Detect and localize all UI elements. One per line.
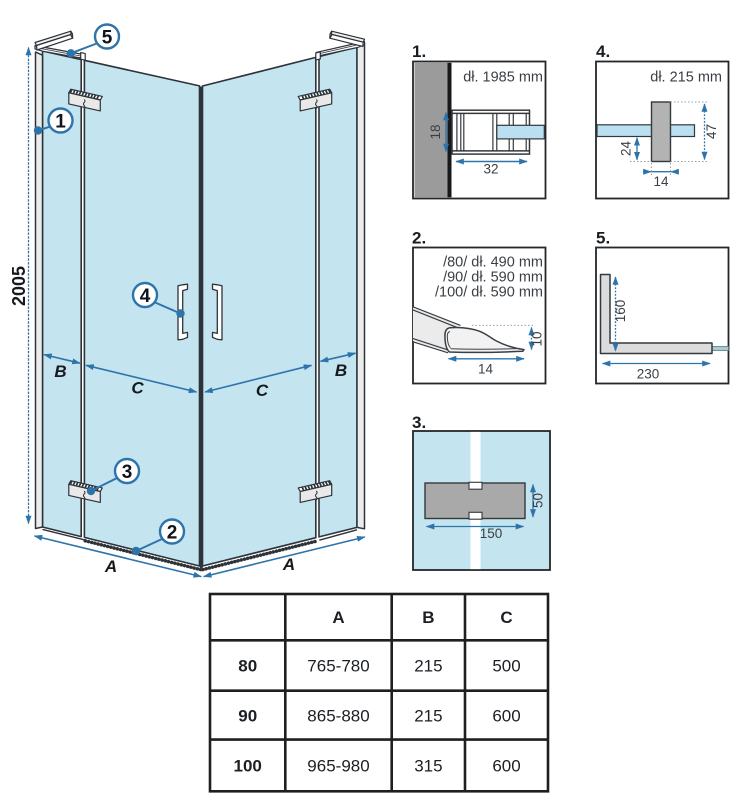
svg-text:14: 14 xyxy=(478,362,494,377)
svg-text:1.: 1. xyxy=(412,42,426,61)
svg-text:150: 150 xyxy=(480,526,503,541)
svg-text:A: A xyxy=(282,555,295,574)
svg-text:47: 47 xyxy=(704,124,719,139)
svg-text:A: A xyxy=(332,608,344,627)
svg-text:4.: 4. xyxy=(596,42,610,61)
svg-text:965-980: 965-980 xyxy=(307,757,369,776)
svg-text:2.: 2. xyxy=(412,229,426,248)
svg-text:215: 215 xyxy=(414,707,442,726)
svg-text:865-880: 865-880 xyxy=(307,707,369,726)
svg-text:/80/ dł. 490 mm: /80/ dł. 490 mm xyxy=(443,254,543,270)
svg-text:2: 2 xyxy=(167,523,178,544)
svg-text:24: 24 xyxy=(619,141,634,157)
svg-text:C: C xyxy=(256,381,269,400)
svg-text:C: C xyxy=(500,608,512,627)
svg-text:B: B xyxy=(422,608,434,627)
svg-text:3.: 3. xyxy=(412,413,426,432)
svg-text:dł. 215 mm: dł. 215 mm xyxy=(650,70,722,86)
svg-text:230: 230 xyxy=(637,367,660,382)
svg-text:600: 600 xyxy=(492,707,520,726)
svg-text:1: 1 xyxy=(55,112,66,133)
svg-text:100: 100 xyxy=(234,757,262,776)
svg-text:5: 5 xyxy=(102,28,113,49)
svg-text:3: 3 xyxy=(122,462,133,483)
svg-text:160: 160 xyxy=(613,300,628,323)
svg-text:50: 50 xyxy=(531,493,546,508)
svg-text:B: B xyxy=(54,362,66,381)
svg-text:90: 90 xyxy=(238,707,257,726)
svg-text:dł. 1985 mm: dł. 1985 mm xyxy=(463,70,543,86)
svg-text:2005: 2005 xyxy=(9,266,29,306)
svg-text:4: 4 xyxy=(140,286,151,307)
svg-text:500: 500 xyxy=(492,657,520,676)
svg-text:315: 315 xyxy=(414,757,442,776)
svg-text:600: 600 xyxy=(492,757,520,776)
svg-text:/100/ dł. 590 mm: /100/ dł. 590 mm xyxy=(435,285,543,301)
svg-text:765-780: 765-780 xyxy=(307,657,369,676)
svg-text:10: 10 xyxy=(530,331,545,346)
svg-text:14: 14 xyxy=(653,174,669,189)
svg-text:5.: 5. xyxy=(596,229,610,248)
svg-text:80: 80 xyxy=(238,657,257,676)
svg-text:/90/ dł. 590 mm: /90/ dł. 590 mm xyxy=(443,269,543,285)
svg-text:B: B xyxy=(335,361,347,380)
svg-text:A: A xyxy=(104,557,117,576)
svg-text:215: 215 xyxy=(414,657,442,676)
svg-text:C: C xyxy=(131,378,144,397)
svg-text:32: 32 xyxy=(483,162,498,177)
svg-text:18: 18 xyxy=(428,124,443,139)
